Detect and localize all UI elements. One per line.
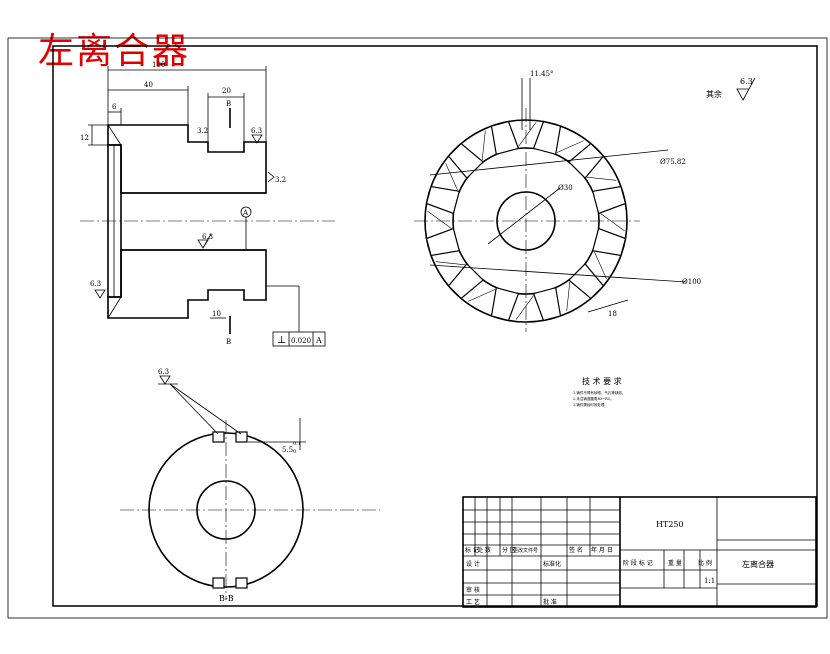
- clutch-tooth: [490, 120, 520, 156]
- tb-header-4: 签 名: [569, 546, 583, 554]
- section-b-b-view: [120, 375, 380, 600]
- tech-req-line-2: 2.未注铸造圆角R3~R5。: [573, 396, 614, 401]
- tooth-gap-hatch: [468, 289, 496, 302]
- clutch-tooth: [425, 227, 461, 257]
- tb-header-3: 更改文件号: [513, 547, 538, 554]
- rest-roughness-value: 6.3: [740, 77, 753, 86]
- tb-scale: 比 例: [698, 559, 712, 567]
- roughness-63-bore: 6.3: [202, 233, 213, 241]
- roughness-63-top: 6.3: [251, 127, 262, 135]
- tb-header-2: 分 区: [502, 546, 516, 554]
- clutch-tooth: [425, 185, 461, 215]
- end-view: [414, 78, 687, 332]
- tooth-gap-hatch: [515, 295, 534, 320]
- depth-tol-down: 0: [293, 449, 296, 455]
- drawing-title-stamp: 左离合器: [38, 31, 191, 72]
- scale-label-value: 1:1: [704, 577, 715, 585]
- datum-a: A: [242, 209, 249, 217]
- section-bb-roughness: 6.3: [158, 368, 169, 376]
- tb-header-0: 标 记: [465, 546, 479, 554]
- section-mark-top: B: [226, 100, 231, 108]
- section-b-b-label: B-B: [219, 594, 234, 603]
- depth-tol-up: 0.1: [293, 441, 301, 447]
- clutch-tooth: [532, 286, 562, 322]
- tech-req-line-3: 3.铸件需经时效处理。: [573, 402, 608, 407]
- dim-12: 12: [80, 134, 89, 142]
- dia-30-label: Ø30: [558, 184, 573, 192]
- tb-header-5: 年 月 日: [591, 546, 613, 554]
- tb-approve: 批 准: [543, 598, 557, 606]
- clutch-tooth: [591, 227, 627, 257]
- dim-18: 18: [608, 310, 617, 318]
- clutch-tooth: [568, 142, 605, 179]
- dia-75-label: Ø75.82: [660, 158, 686, 166]
- rest-roughness-label: 其余: [706, 89, 722, 99]
- tolerance-symbol: ⊥: [277, 335, 286, 346]
- roughness-63-left: 6.3: [90, 280, 101, 288]
- tooth-gap-hatch: [481, 130, 486, 161]
- tooth-gap-hatch: [594, 251, 607, 279]
- outer-frame: [7, 37, 828, 619]
- title-block: [462, 496, 817, 608]
- tech-req-line-1: 1.铸件不得有砂眼、气孔等缺陷。: [573, 390, 625, 395]
- tooth-gap-hatch: [518, 122, 537, 147]
- tb-standardize: 标准化: [543, 560, 561, 568]
- front-section-view: [80, 66, 335, 347]
- depth-dim: 5.5: [282, 446, 293, 454]
- section-mark-bottom: B: [226, 338, 231, 346]
- tooth-gap-hatch: [566, 281, 571, 312]
- roughness-32-face: 3.2: [275, 176, 286, 184]
- tooth-gap-hatch: [427, 210, 452, 229]
- roughness-32-slot: 3.2: [197, 127, 208, 135]
- clutch-tooth: [447, 142, 484, 179]
- tb-process: 工 艺: [466, 598, 480, 606]
- tb-stage-mark: 阶 段 标 记: [623, 559, 653, 567]
- dim-6: 6: [112, 103, 117, 111]
- clutch-tooth: [568, 263, 605, 300]
- dim-20: 20: [222, 87, 231, 95]
- technical-requirements: 技 术 要 求 1.铸件不得有砂眼、气孔等缺陷。 2.未注铸造圆角R3~R5。 …: [573, 376, 625, 407]
- tolerance-value: 0.020: [291, 337, 311, 345]
- tooth-gap-hatch: [445, 163, 458, 191]
- inner-frame: [52, 45, 818, 607]
- tech-req-title: 技 术 要 求: [582, 376, 622, 386]
- tooth-gap-hatch: [556, 140, 584, 153]
- dia-100-label: Ø100: [682, 278, 701, 286]
- material-label: HT250: [656, 520, 684, 529]
- tb-review: 审 核: [466, 586, 480, 594]
- tb-weight: 重 量: [668, 559, 682, 567]
- clutch-tooth: [532, 120, 562, 156]
- tooth-gap-hatch: [586, 176, 617, 181]
- tooth-gap-hatch: [600, 213, 625, 232]
- angle-label: 11.45°: [530, 70, 554, 78]
- clutch-tooth: [591, 185, 627, 215]
- tb-design: 设 计: [466, 560, 480, 568]
- clutch-tooth: [447, 263, 484, 300]
- tolerance-datum: A: [315, 336, 322, 345]
- dim-10: 10: [212, 310, 221, 318]
- tb-header-1: 处 数: [477, 546, 491, 554]
- dim-100: 100: [152, 61, 165, 69]
- part-name-label: 左离合器: [742, 559, 774, 569]
- tooth-gap-hatch: [435, 261, 466, 266]
- clutch-tooth: [490, 286, 520, 322]
- dim-40: 40: [144, 81, 153, 89]
